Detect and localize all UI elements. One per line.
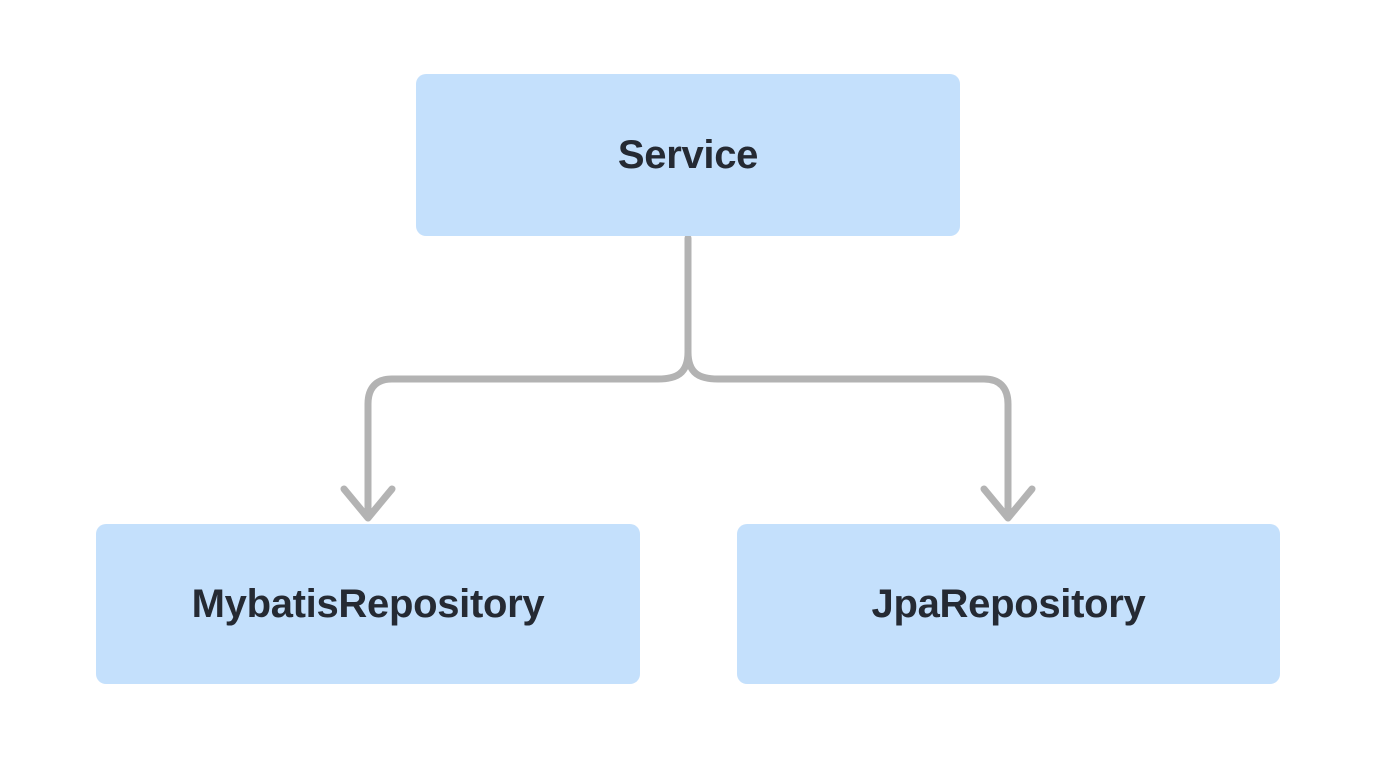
node-mybatis-repository[interactable]: MybatisRepository (96, 524, 640, 684)
node-service-label: Service (617, 133, 759, 177)
node-jpa-repository-label: JpaRepository (871, 582, 1146, 626)
arrowhead-mybatis-repository (340, 485, 396, 522)
node-jpa-repository[interactable]: JpaRepository (737, 524, 1280, 684)
node-mybatis-repository-label: MybatisRepository (191, 582, 545, 626)
edge-service-to-jpa-repository (684, 348, 1012, 520)
node-service[interactable]: Service (416, 74, 960, 236)
edge-service-to-mybatis-repository (364, 348, 692, 520)
arrowhead-jpa-repository (980, 485, 1036, 522)
